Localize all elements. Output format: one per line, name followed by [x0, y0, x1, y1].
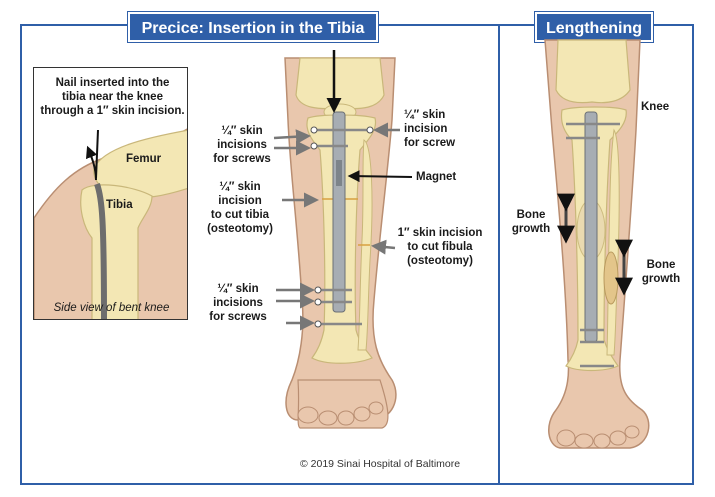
- label-line: (osteotomy): [407, 255, 473, 267]
- inset-note-line-2: tibia near the knee: [62, 91, 163, 103]
- femur-label: Femur: [126, 153, 162, 165]
- label-line: incisions: [213, 297, 263, 309]
- label-line: to cut fibula: [407, 241, 473, 253]
- tibia-label: Tibia: [106, 199, 133, 211]
- inset-note-line-3: through a 1″ skin incision.: [40, 105, 185, 117]
- label-line: for screws: [213, 153, 271, 165]
- label-line: for screw: [404, 137, 456, 149]
- label-line: growth: [511, 223, 551, 235]
- label-magnet: Magnet: [416, 171, 457, 183]
- label-line: incision: [404, 123, 448, 135]
- label-line: (osteotomy): [207, 223, 273, 235]
- label-line: ¼″ skin: [217, 283, 259, 295]
- label-line: Bone: [516, 209, 546, 221]
- label-line: Bone: [646, 259, 676, 271]
- right-leg: [544, 39, 650, 449]
- label-line: ¼″ skin: [404, 109, 446, 121]
- label-skin-screw-right: ¼″ skin incision for screw: [404, 108, 455, 150]
- label-line: ¼″ skin: [221, 125, 263, 137]
- center-leg: [284, 57, 397, 429]
- inset-note: Nail inserted into the tibia near the kn…: [40, 76, 185, 118]
- label-line: to cut tibia: [210, 209, 270, 221]
- callout-arrows: [273, 122, 400, 331]
- label-bone-growth-right: Bone growth: [636, 258, 686, 286]
- inset-caption: Side view of bent knee: [53, 302, 170, 314]
- label-skin-screws-top: ¼″ skin incisions for screws: [200, 124, 284, 166]
- copyright-text: © 2019 Sinai Hospital of Baltimore: [300, 458, 461, 470]
- inset-note-line-1: Nail inserted into the: [55, 77, 170, 89]
- label-cut-tibia: ¼″ skin incision to cut tibia (osteotomy…: [198, 180, 282, 236]
- insertion-title: Precice: Insertion in the Tibia: [127, 11, 379, 43]
- label-knee: Knee: [641, 101, 670, 113]
- side-view-inset: Nail inserted into the tibia near the kn…: [33, 67, 188, 320]
- label-line: incision: [218, 195, 262, 207]
- label-line: ¼″ skin: [219, 181, 261, 193]
- label-line: incisions: [217, 139, 267, 151]
- label-line: growth: [641, 273, 681, 285]
- label-line: 1″ skin incision: [397, 227, 483, 239]
- magnet-arrow: [347, 170, 413, 183]
- label-skin-screws-bottom: ¼″ skin incisions for screws: [196, 282, 280, 324]
- bent-knee-illustration: [34, 128, 187, 319]
- label-bone-growth-left: Bone growth: [508, 208, 554, 236]
- label-cut-fibula: 1″ skin incision to cut fibula (osteotom…: [390, 226, 490, 268]
- label-line: for screws: [209, 311, 267, 323]
